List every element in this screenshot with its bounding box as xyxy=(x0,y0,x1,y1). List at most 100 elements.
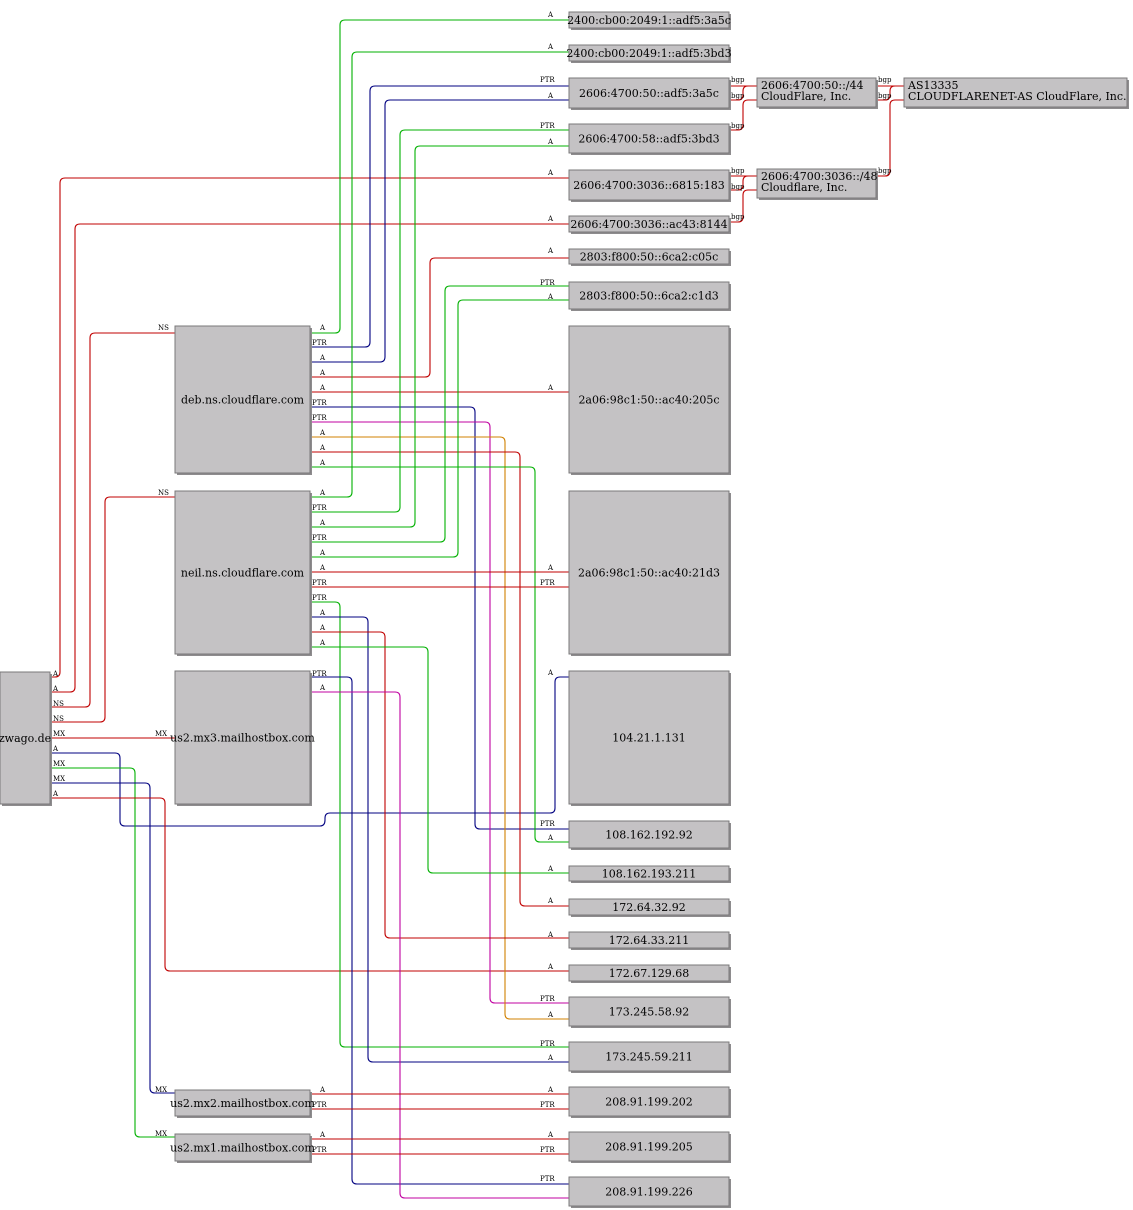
node-label: zwago.de xyxy=(0,732,51,745)
edge-label: bgp xyxy=(731,167,745,175)
node-box xyxy=(568,865,730,882)
edge-label: PTR xyxy=(540,995,555,1003)
edge-label: NS xyxy=(53,715,64,723)
edge-layer xyxy=(50,19,904,1199)
node-ip6-2[interactable]: 2400:cb00:2049:1::adf5:3bd3 xyxy=(566,44,732,63)
node-box xyxy=(174,670,311,805)
edge-label: bgp xyxy=(731,76,745,84)
node-ip6-3[interactable]: 2606:4700:50::adf5:3a5c xyxy=(568,77,731,110)
node-box xyxy=(568,325,730,474)
node-box xyxy=(568,44,730,62)
node-box xyxy=(568,281,730,310)
node-box xyxy=(568,898,730,916)
node-label: 2803:f800:50::6ca2:c1d3 xyxy=(579,290,719,303)
edge-line xyxy=(310,676,569,1185)
edge-label: NS xyxy=(53,700,64,708)
node-box xyxy=(756,77,877,108)
node-box xyxy=(568,248,730,265)
edge-label: A xyxy=(319,549,326,557)
node-ip6-1[interactable]: 2400:cb00:2049:1::adf5:3a5c xyxy=(567,11,731,30)
node-mx1[interactable]: us2.mx1.mailhostbox.com xyxy=(170,1133,315,1163)
edge-label: PTR xyxy=(312,339,327,347)
edge-line xyxy=(50,223,569,693)
edge-label: NS xyxy=(158,324,169,332)
edge-line xyxy=(50,177,569,678)
node-label-line: Cloudflare, Inc. xyxy=(761,181,847,194)
edge-label: bgp xyxy=(878,76,892,84)
node-ip4-10[interactable]: 208.91.199.205 xyxy=(568,1131,731,1163)
node-box xyxy=(568,820,730,849)
node-ip6-5[interactable]: 2606:4700:3036::6815:183 xyxy=(568,169,731,202)
edge-line xyxy=(310,451,569,907)
node-ip4-5[interactable]: 172.64.33.211 xyxy=(568,931,731,950)
node-label: 108.162.193.211 xyxy=(602,868,696,881)
edge-line xyxy=(310,691,569,1199)
node-neil[interactable]: neil.ns.cloudflare.com xyxy=(174,490,312,656)
node-deb[interactable]: deb.ns.cloudflare.com xyxy=(174,325,312,475)
node-box xyxy=(568,931,730,949)
node-ip6-10[interactable]: 2a06:98c1:50::ac40:21d3 xyxy=(568,490,731,656)
node-ip4-9[interactable]: 208.91.199.202 xyxy=(568,1086,731,1118)
edge-label: A xyxy=(547,215,554,223)
edge-label: PTR xyxy=(312,414,327,422)
edge-label: PTR xyxy=(312,1146,327,1154)
edge-line xyxy=(50,782,175,1094)
node-ip6-7[interactable]: 2803:f800:50::6ca2:c05c xyxy=(568,248,731,266)
edge-line xyxy=(310,406,569,830)
node-ip4-3[interactable]: 108.162.193.211 xyxy=(568,865,731,883)
edge-label: NS xyxy=(158,489,169,497)
edge-label: A xyxy=(547,1086,554,1094)
node-label: 2606:4700:3036::6815:183 xyxy=(573,179,725,192)
node-ip4-6[interactable]: 172.67.129.68 xyxy=(568,964,731,983)
node-ip6-6[interactable]: 2606:4700:3036::ac43:8144 xyxy=(568,215,731,234)
edge-label: A xyxy=(319,564,326,572)
edge-label: A xyxy=(547,247,554,255)
edge-line xyxy=(310,646,569,874)
edge-label: A xyxy=(319,384,326,392)
edge-label: A xyxy=(547,564,554,572)
node-ip6-4[interactable]: 2606:4700:58::adf5:3bd3 xyxy=(568,123,731,155)
edge-label: PTR xyxy=(312,534,327,542)
node-ip4-4[interactable]: 172.64.32.92 xyxy=(568,898,731,917)
edge-label: PTR xyxy=(540,76,555,84)
node-box xyxy=(174,490,311,655)
edge-label: MX xyxy=(155,1130,167,1138)
edge-label: A xyxy=(319,459,326,467)
node-ip6-8[interactable]: 2803:f800:50::6ca2:c1d3 xyxy=(568,281,731,311)
node-label: us2.mx2.mailhostbox.com xyxy=(170,1097,315,1110)
node-box xyxy=(568,996,730,1027)
edge-label: PTR xyxy=(540,1101,555,1109)
node-box xyxy=(568,123,730,154)
edge-line xyxy=(50,752,320,827)
node-label: 2606:4700:58::adf5:3bd3 xyxy=(578,133,719,146)
edge-label: A xyxy=(547,1054,554,1062)
edge-line xyxy=(310,421,569,1004)
edge-label: bgp xyxy=(878,167,892,175)
node-box xyxy=(174,1089,311,1117)
node-box xyxy=(568,964,730,982)
node-ip4-7[interactable]: 173.245.58.92 xyxy=(568,996,731,1028)
node-box xyxy=(568,1041,730,1072)
node-zwago[interactable]: zwago.de xyxy=(0,671,52,806)
node-ip4-2[interactable]: 108.162.192.92 xyxy=(568,820,731,850)
edge-label: PTR xyxy=(312,670,327,678)
node-mx3[interactable]: us2.mx3.mailhostbox.com xyxy=(170,670,315,806)
edge-line xyxy=(310,257,569,378)
edge-line xyxy=(310,466,569,843)
node-ip4-8[interactable]: 173.245.59.211 xyxy=(568,1041,731,1073)
edge-label: A xyxy=(319,1131,326,1139)
edge-label: PTR xyxy=(312,594,327,602)
edge-label: PTR xyxy=(540,1175,555,1183)
node-label: 104.21.1.131 xyxy=(612,732,685,745)
node-ip4-1[interactable]: 104.21.1.131 xyxy=(568,670,731,806)
node-ip4-11[interactable]: 208.91.199.226 xyxy=(568,1176,731,1208)
node-ip6-9[interactable]: 2a06:98c1:50::ac40:205c xyxy=(568,325,731,475)
edge-label: A xyxy=(547,1011,554,1019)
node-label: 2400:cb00:2049:1::adf5:3bd3 xyxy=(566,47,731,60)
edge-line xyxy=(876,99,904,177)
node-mx2[interactable]: us2.mx2.mailhostbox.com xyxy=(170,1089,315,1118)
edge-line xyxy=(310,436,569,1020)
